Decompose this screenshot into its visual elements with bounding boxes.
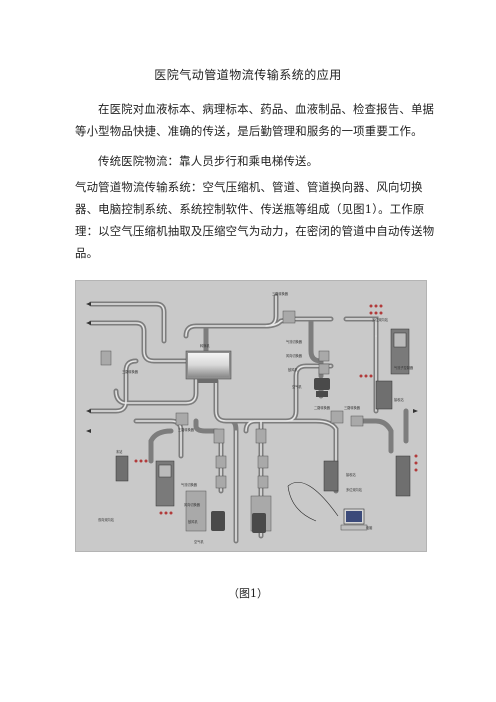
- stations: [115, 328, 411, 507]
- label-receiver: 接收站: [394, 397, 404, 402]
- arrow-left-icon: [86, 409, 91, 413]
- document-title: 医院气动管道物流传输系统的应用: [154, 68, 342, 82]
- arrow-icons: [86, 302, 418, 433]
- label-station-mid: 接收站: [346, 472, 356, 477]
- label-station-right-mid: 气流子控制器: [394, 365, 414, 370]
- paragraph-2: 传统医院物流：靠人员步行和乘电梯传送。: [98, 154, 319, 168]
- label-air-filter: 空气机: [292, 384, 302, 389]
- label-fan-top: 鼓风机: [288, 367, 298, 372]
- label-wind-valve: 气流切换器: [286, 339, 303, 344]
- label-top-changer: 三路转换器: [272, 291, 289, 296]
- blower-units: [211, 378, 330, 533]
- label-right-changer2: 三路转换器: [344, 405, 361, 410]
- pneumatic-system-diagram: 三路转换器 转换机 多位双向站 气流切换器 风向切换器 鼓风机 空气机 气流子控…: [86, 291, 418, 544]
- arrow-left-icon: [86, 429, 91, 433]
- label-pc: 电脑: [366, 525, 372, 530]
- label-main-unit: 转换机: [200, 343, 210, 348]
- bottle-racks: [134, 304, 418, 515]
- label-mid-changer: 三路转换器: [178, 427, 195, 432]
- label-station-top-right: 多位双向站: [372, 317, 389, 322]
- arrow-right-icon: [413, 409, 418, 413]
- label-station-mid2: 多位双向站: [346, 487, 363, 492]
- arrow-left-icon: [86, 321, 91, 325]
- label-left-small: 末站: [116, 449, 123, 454]
- main-converter-unit: [185, 350, 232, 383]
- diagram-labels: 三路转换器 转换机 多位双向站 气流切换器 风向切换器 鼓风机 空气机 气流子控…: [98, 291, 414, 544]
- label-bottom-switch: 风向切换器: [184, 502, 201, 507]
- label-bottom-valve: 气流切换器: [181, 482, 198, 487]
- label-wind-switch: 风向切换器: [286, 353, 303, 358]
- label-left-station: 双向双向站: [98, 517, 115, 522]
- label-bottom-air: 空气机: [194, 539, 204, 544]
- label-left-changer: 三路转换器: [122, 369, 139, 374]
- label-right-changer: 二路转换器: [314, 405, 331, 410]
- paragraph-1: 在医院对血液标本、病理标本、药品、血液制品、检查报告、单据等小型物品快捷、准确的…: [75, 102, 435, 138]
- label-bottom-fan: 鼓风机: [188, 519, 198, 524]
- figure-caption: （图1）: [228, 587, 268, 600]
- computer-icon: [287, 481, 368, 531]
- figure-1: 三路转换器 转换机 多位双向站 气流切换器 风向切换器 鼓风机 空气机 气流子控…: [75, 280, 427, 552]
- paragraph-3: 气动管道物流传输系统：空气压缩机、管道、管道换向器、风向切换器、电脑控制系统、系…: [75, 180, 435, 260]
- arrow-left-icon: [86, 302, 91, 306]
